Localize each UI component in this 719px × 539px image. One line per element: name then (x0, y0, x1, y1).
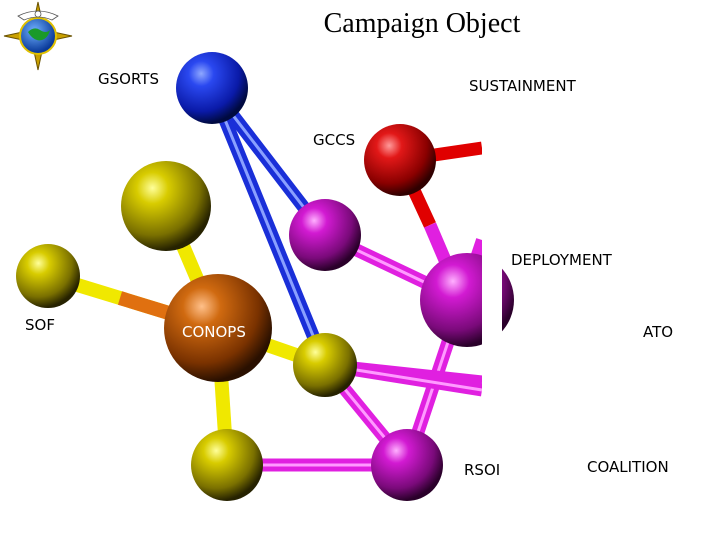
edge-sof-conops-orange (117, 291, 175, 321)
label-gccs: GCCS (313, 131, 356, 149)
label-gsorts: GSORTS (98, 70, 159, 88)
label-sof: SOF (25, 316, 55, 334)
label-deployment: DEPLOYMENT (511, 251, 612, 269)
label-sustainment: SUSTAINMENT (469, 77, 576, 95)
label-coalition: COALITION (587, 458, 669, 476)
page-title: Campaign Object (323, 8, 521, 39)
label-ato: ATO (643, 323, 674, 341)
graph-clip-edge (482, 90, 502, 410)
node-rsoi[interactable] (371, 429, 443, 501)
nodes (16, 52, 514, 501)
globe-compass-emblem-icon (3, 1, 73, 71)
label-rsoi: RSOI (464, 461, 501, 479)
label-conops: CONOPS (182, 323, 246, 341)
node-gsorts[interactable] (176, 52, 248, 124)
node-magenta-upper[interactable] (289, 199, 361, 271)
node-gccs[interactable] (364, 124, 436, 196)
node-conops[interactable] (164, 274, 272, 382)
edge-gsorts-yellow-highlight (210, 87, 327, 366)
node-yellow-lower[interactable] (191, 429, 263, 501)
node-yellow-center[interactable] (293, 333, 357, 397)
node-yellow-upper[interactable] (121, 161, 211, 251)
node-sof[interactable] (16, 244, 80, 308)
